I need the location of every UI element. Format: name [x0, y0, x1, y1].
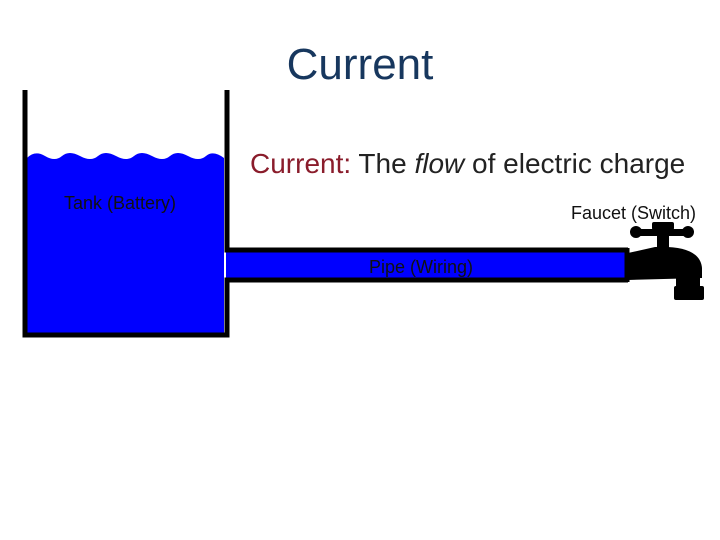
faucet-label: Faucet (Switch): [571, 203, 697, 223]
tank-outline: [22, 90, 628, 338]
slide-title: Current: [286, 40, 434, 89]
pipe-icon: [226, 250, 628, 279]
tank-outline-right: [224, 90, 628, 253]
pipe-label: Pipe (Wiring): [369, 257, 474, 277]
tank-label: Tank (Battery): [64, 193, 177, 213]
definition-text-after: of electric charge: [464, 148, 686, 179]
definition-emphasis: flow: [414, 148, 465, 179]
water-tank-icon: [27, 153, 224, 333]
definition-term: Current:: [250, 148, 352, 179]
definition-text-before: The: [351, 148, 415, 179]
faucet-icon: [628, 222, 704, 300]
current-definition: Current: The flow of electric charge: [250, 148, 685, 180]
